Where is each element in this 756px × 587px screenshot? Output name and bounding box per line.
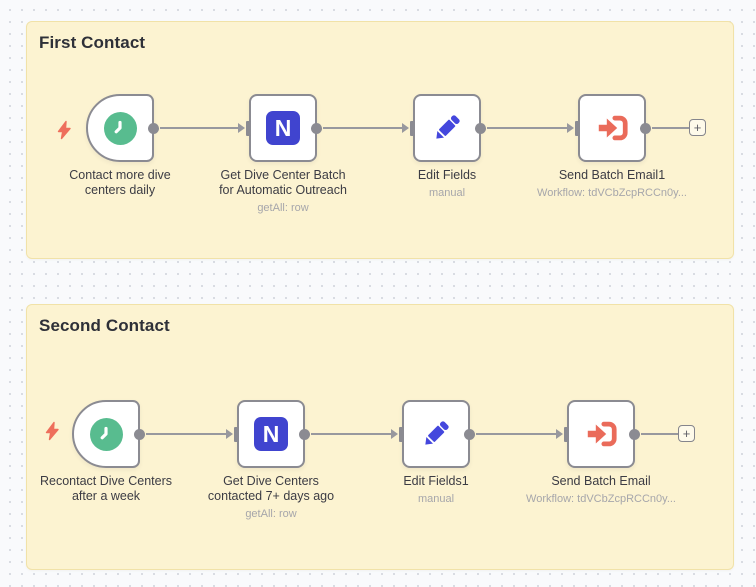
- output-connector[interactable]: [299, 428, 310, 440]
- nocodb-icon: N: [254, 417, 288, 451]
- input-connector[interactable]: [234, 426, 239, 442]
- pencil-icon: [431, 112, 463, 144]
- node-get-dive-centers[interactable]: N: [234, 400, 310, 468]
- execute-workflow-icon: [595, 111, 629, 145]
- output-connector[interactable]: [311, 122, 322, 134]
- add-node-button[interactable]: +: [678, 425, 695, 442]
- sticky-title: First Contact: [39, 33, 146, 52]
- input-connector[interactable]: [410, 120, 415, 136]
- icon-wrap: [88, 96, 152, 160]
- trigger-lightning-icon: [57, 120, 72, 140]
- pencil-icon: [420, 418, 452, 450]
- trigger-lightning-icon: [45, 421, 60, 441]
- connection[interactable]: [487, 123, 574, 133]
- execute-workflow-icon: [584, 417, 618, 451]
- input-connector[interactable]: [575, 120, 580, 136]
- clock-icon: [103, 111, 137, 145]
- connection[interactable]: [146, 429, 233, 439]
- node-edit-fields1[interactable]: [399, 400, 475, 468]
- icon-wrap: N: [239, 402, 303, 466]
- node-send-batch-email[interactable]: [564, 400, 640, 468]
- output-connector[interactable]: [148, 122, 159, 134]
- connection-stub[interactable]: [652, 123, 689, 133]
- connection[interactable]: [160, 123, 245, 133]
- icon-wrap: N: [251, 96, 315, 160]
- connection-stub[interactable]: [641, 429, 678, 439]
- output-connector[interactable]: [475, 122, 486, 134]
- node-edit-fields[interactable]: [410, 94, 486, 162]
- add-node-button[interactable]: +: [689, 119, 706, 136]
- nocodb-icon: N: [266, 111, 300, 145]
- icon-wrap: [569, 402, 633, 466]
- icon-wrap: [404, 402, 468, 466]
- node-schedule-trigger-1[interactable]: [86, 94, 159, 162]
- icon-wrap: [580, 96, 644, 160]
- output-connector[interactable]: [629, 428, 640, 440]
- node-get-dive-center-batch[interactable]: N: [246, 94, 322, 162]
- node-send-batch-email1[interactable]: [575, 94, 651, 162]
- connection[interactable]: [311, 429, 398, 439]
- output-connector[interactable]: [640, 122, 651, 134]
- sticky-title: Second Contact: [39, 316, 170, 335]
- connection[interactable]: [323, 123, 409, 133]
- input-connector[interactable]: [246, 120, 251, 136]
- connection[interactable]: [476, 429, 563, 439]
- input-connector[interactable]: [399, 426, 404, 442]
- icon-wrap: [415, 96, 479, 160]
- icon-wrap: [74, 402, 138, 466]
- clock-icon: [89, 417, 123, 451]
- node-schedule-trigger-2[interactable]: [72, 400, 145, 468]
- input-connector[interactable]: [564, 426, 569, 442]
- output-connector[interactable]: [464, 428, 475, 440]
- output-connector[interactable]: [134, 428, 145, 440]
